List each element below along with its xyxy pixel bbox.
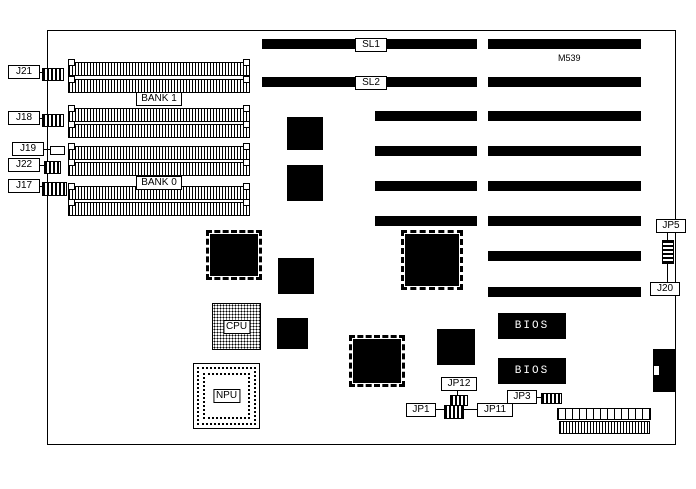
jumper-label-j20: J20	[650, 282, 680, 296]
pin-header	[557, 408, 651, 420]
isa-slot-sl2-right	[488, 77, 641, 87]
simm-socket-3	[68, 105, 250, 122]
connector-line	[38, 118, 42, 119]
isa-slot-sl1-right	[488, 39, 641, 49]
jumper-jp5	[662, 240, 674, 264]
npu-label: NPU	[212, 389, 241, 403]
jumper-label-jp1: JP1	[406, 403, 436, 417]
simm-socket-1	[68, 59, 250, 76]
isa-slot	[375, 216, 477, 226]
ic-chip	[437, 329, 475, 365]
isa-slot	[488, 287, 641, 297]
connector-j19	[50, 146, 65, 155]
cpu-label: CPU	[222, 319, 251, 334]
connector-label-j21: J21	[8, 65, 40, 79]
slot-label-sl2: SL2	[355, 76, 387, 90]
connector-j22	[44, 161, 61, 174]
ic-chip	[287, 117, 323, 150]
connector-j18	[42, 114, 64, 127]
isa-slot	[375, 146, 477, 156]
ic-chip	[278, 258, 314, 294]
npu-socket: NPU	[193, 363, 260, 429]
connector-line	[667, 262, 668, 282]
simm-socket-5	[68, 143, 250, 160]
jumper-jp1-jp11	[444, 405, 464, 419]
connector-line	[667, 233, 668, 240]
jumper-label-jp5: JP5	[656, 219, 686, 233]
connector-line	[457, 391, 458, 395]
connector-line	[434, 409, 444, 410]
connector-line	[462, 409, 477, 410]
connector-line	[38, 186, 42, 187]
connector-label-j19: J19	[12, 142, 44, 156]
isa-slot	[488, 251, 641, 261]
bios-chip-1: BIOS	[498, 313, 566, 339]
jumper-label-jp11: JP11	[477, 403, 513, 417]
board-model-label: M539	[558, 53, 581, 63]
isa-slot	[375, 181, 477, 191]
qfp-chip	[401, 230, 463, 290]
simm-socket-4	[68, 121, 250, 138]
pin-connector	[559, 421, 650, 434]
simm-socket-2	[68, 76, 250, 93]
jumper-label-jp3: JP3	[507, 390, 537, 404]
qfp-chip	[349, 335, 405, 387]
ic-chip	[287, 165, 323, 201]
slot-label-sl1: SL1	[355, 38, 387, 52]
isa-slot	[375, 111, 477, 121]
jumper-label-jp12: JP12	[441, 377, 477, 391]
connector-line	[38, 72, 42, 73]
connector-line	[38, 165, 44, 166]
isa-slot	[488, 146, 641, 156]
connector-j21	[42, 68, 64, 81]
qfp-chip	[206, 230, 262, 280]
connector-line	[535, 397, 541, 398]
bank-label-0: BANK 0	[136, 176, 182, 190]
bank-label-1: BANK 1	[136, 92, 182, 106]
isa-slot	[488, 111, 641, 121]
isa-slot	[488, 216, 641, 226]
keyboard-connector	[653, 349, 676, 392]
connector-label-j18: J18	[8, 111, 40, 125]
jumper-jp3	[541, 393, 562, 404]
cpu-socket: CPU	[212, 303, 261, 350]
connector-label-j17: J17	[8, 179, 40, 193]
bios-chip-2: BIOS	[498, 358, 566, 384]
isa-slot	[488, 181, 641, 191]
connector-j17	[42, 182, 67, 196]
ic-chip	[277, 318, 308, 349]
connector-line	[42, 149, 50, 150]
simm-socket-8	[68, 199, 250, 216]
qfp-chip-body	[210, 234, 258, 276]
qfp-chip-body	[353, 339, 401, 383]
qfp-chip-body	[405, 234, 459, 286]
simm-socket-6	[68, 159, 250, 176]
connector-label-j22: J22	[8, 158, 40, 172]
